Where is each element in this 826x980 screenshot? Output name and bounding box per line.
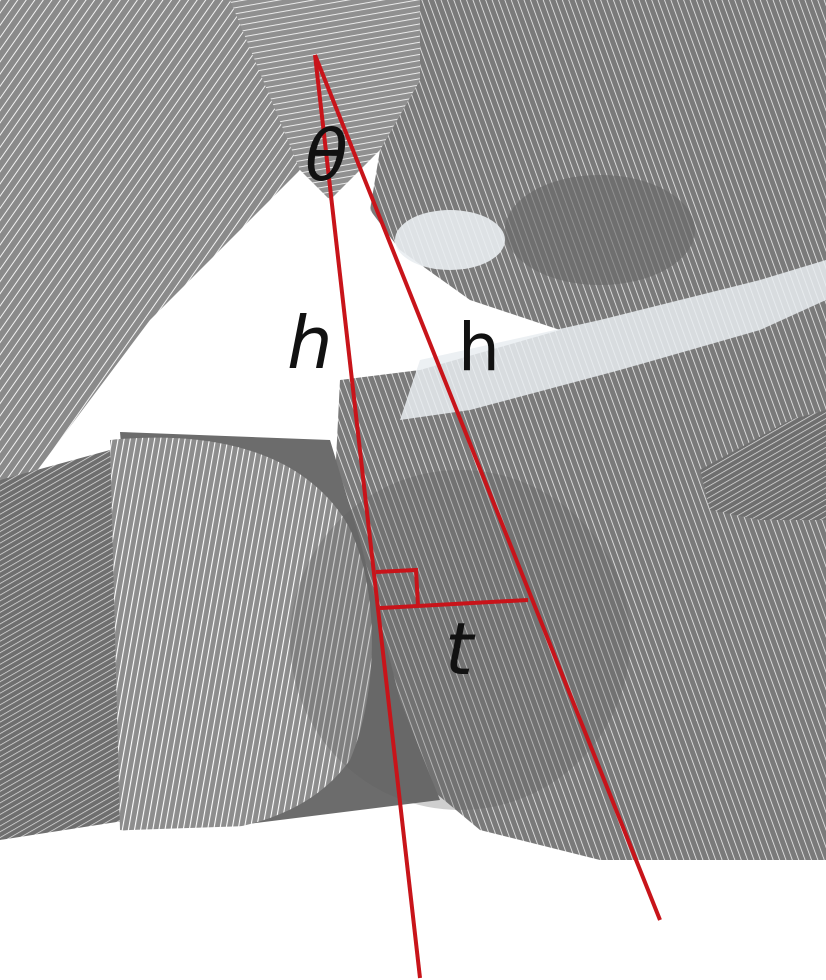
right-side-label-h: h [458,309,500,386]
angle-label-theta: θ [305,115,348,197]
base-label-t: t [445,607,476,691]
left-side-label-h: h [287,301,333,385]
